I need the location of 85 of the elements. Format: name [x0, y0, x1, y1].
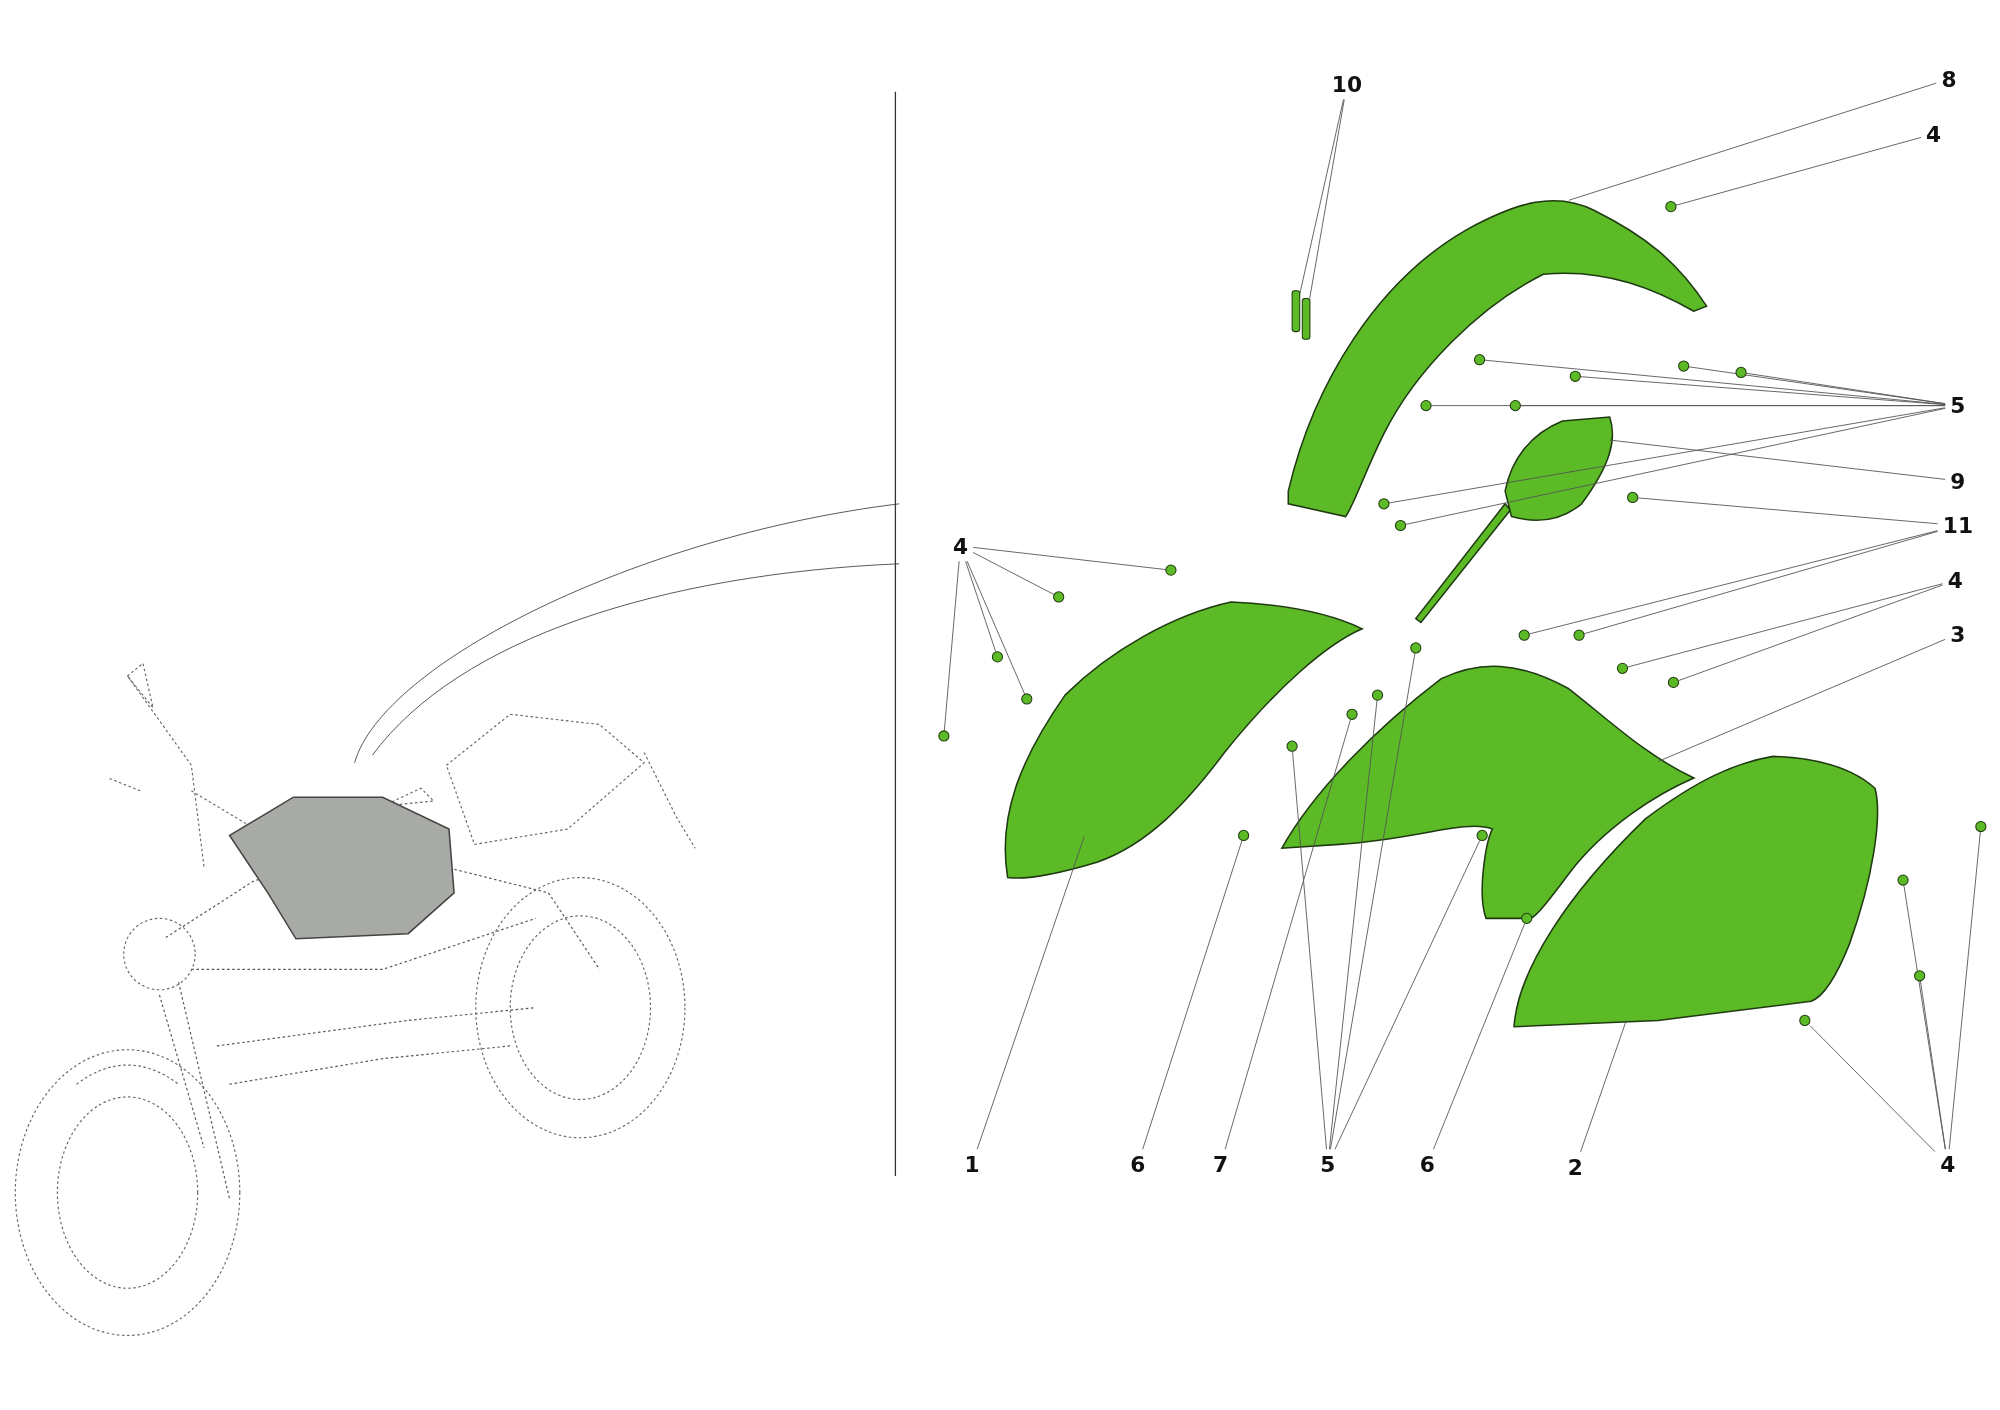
leader-line	[976, 836, 1085, 1150]
leader-line	[1809, 1025, 1936, 1153]
fastener-icon	[1420, 400, 1432, 412]
callout-number: 8	[1938, 66, 1960, 92]
fastener-icon	[1238, 829, 1250, 842]
callout-number: 7	[1210, 1151, 1231, 1178]
callout-number: 4	[950, 533, 971, 559]
inner-guard-part	[1281, 665, 1695, 920]
fastener-icon	[1021, 693, 1033, 705]
fastener-icon	[1286, 740, 1298, 752]
fastener-icon	[1394, 519, 1407, 532]
fastener-icon	[1735, 366, 1747, 379]
bracket-part	[1415, 416, 1614, 624]
callout-number: 9	[1947, 468, 1968, 494]
leader-line	[972, 552, 1054, 595]
fastener-icon	[938, 730, 950, 742]
fastener-icon	[1616, 662, 1629, 674]
fastener-icon	[1165, 564, 1177, 576]
leader-line	[1519, 405, 1946, 407]
fastener-icon	[1378, 498, 1390, 510]
leader-line	[1688, 366, 1946, 405]
leader-line	[972, 546, 1167, 570]
leader-line	[1329, 652, 1416, 1150]
leader-line	[1568, 82, 1937, 201]
mudguard-part	[1287, 199, 1708, 518]
leader-line	[1948, 831, 1981, 1150]
leader-line	[1405, 407, 1946, 525]
callout-number: 5	[1947, 392, 1968, 419]
fastener-icon	[1474, 354, 1486, 366]
fastener-icon	[1509, 400, 1521, 412]
callout-number: 2	[1565, 1154, 1586, 1180]
leader-line	[1433, 923, 1526, 1150]
callout-number: 5	[1317, 1151, 1338, 1178]
leader-line	[1627, 583, 1944, 668]
fastener-icon	[991, 651, 1004, 663]
leader-line	[1675, 137, 1922, 206]
fastener-icon	[1799, 1014, 1811, 1026]
fastener-icon	[1476, 829, 1488, 842]
fastener-icon	[1627, 491, 1639, 504]
leader-line	[1299, 99, 1344, 295]
leader-line	[1292, 750, 1327, 1150]
fastener-icon	[1914, 970, 1926, 982]
leader-line	[1580, 1019, 1627, 1153]
fastener-icon	[1667, 676, 1680, 688]
leader-line	[1579, 376, 1946, 406]
fastener-icon	[1053, 591, 1065, 603]
leader-line	[1224, 718, 1351, 1150]
side-cover-part	[1513, 755, 1879, 1028]
side-cover-part	[1004, 601, 1363, 879]
callout-number: 6	[1417, 1151, 1438, 1178]
leader-line	[1609, 439, 1946, 480]
fastener-icon	[1665, 201, 1677, 213]
callout-number: 3	[1947, 621, 1968, 647]
leader-line	[1919, 980, 1946, 1150]
fastener-icon	[1346, 708, 1358, 720]
fastener-icon	[1521, 912, 1533, 924]
leader-line	[1329, 699, 1378, 1150]
leader-line	[966, 560, 1025, 695]
leader-line	[1678, 584, 1944, 681]
bolt-icon	[1301, 297, 1311, 340]
callout-number: 1	[961, 1151, 983, 1178]
callout-number: 4	[1937, 1151, 1958, 1178]
leader-line	[1309, 99, 1345, 299]
leader-line	[1388, 407, 1946, 504]
fastener-icon	[1573, 629, 1585, 641]
callout-number: 10	[1329, 71, 1365, 97]
fastener-icon	[1371, 689, 1384, 701]
leader-line	[1745, 372, 1946, 405]
leader-line	[943, 560, 960, 732]
fastener-icon	[1678, 360, 1690, 372]
leader-line	[1142, 840, 1243, 1150]
callout-number: 4	[1945, 567, 1966, 594]
callout-number: 11	[1940, 512, 1976, 539]
bolt-icon	[1291, 290, 1301, 333]
leader-line	[965, 560, 997, 653]
callout-number: 4	[1923, 121, 1944, 147]
fastener-icon	[1410, 642, 1422, 654]
fastener-icon	[1975, 820, 1987, 833]
leader-line	[1637, 497, 1938, 525]
callout-number: 6	[1127, 1151, 1148, 1178]
fastener-icon	[1897, 874, 1909, 886]
fastener-icon	[1569, 370, 1581, 382]
leader-line	[1657, 638, 1946, 762]
leader-line	[1334, 840, 1481, 1150]
fastener-icon	[1518, 629, 1530, 641]
